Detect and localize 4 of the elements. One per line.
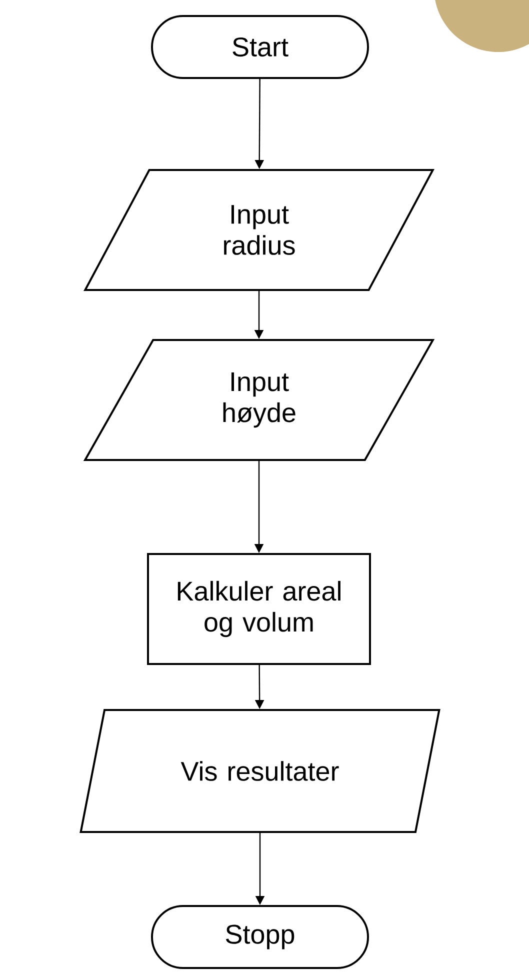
process-box: Kalkuler areal og volum <box>147 553 371 665</box>
terminal-box: Stopp <box>151 905 369 969</box>
terminal-box: Start <box>151 15 369 79</box>
input-output-box: Vis resultater <box>80 709 440 833</box>
